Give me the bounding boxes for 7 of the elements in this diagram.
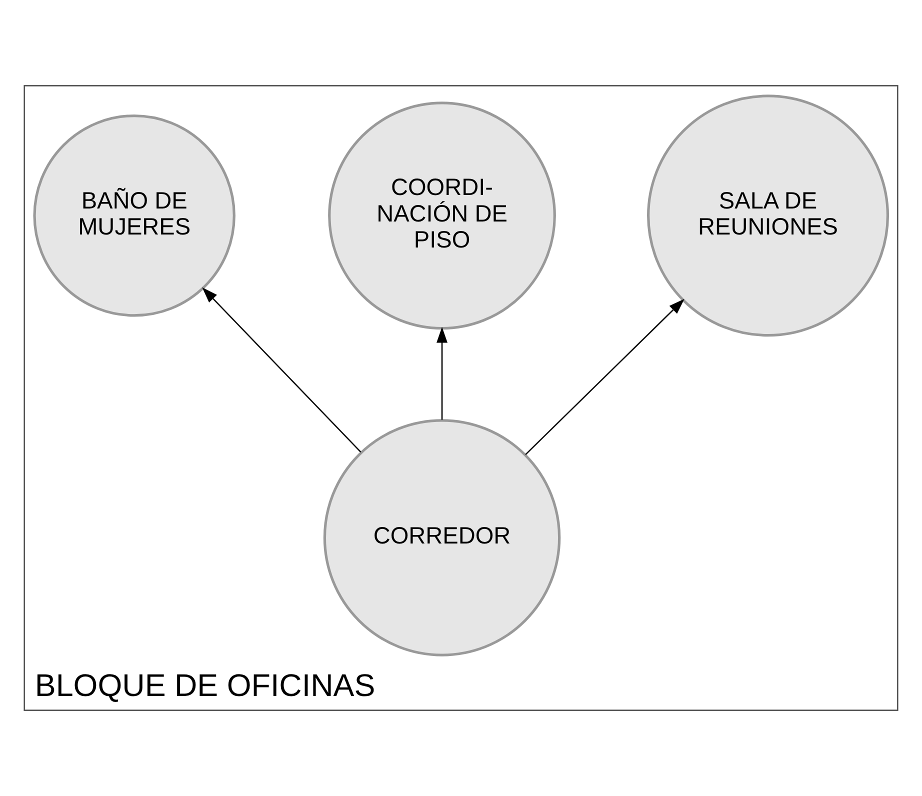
node-circle: BAÑO DE MUJERES [33,114,236,317]
arrow [436,327,448,420]
node-circle: COORDI- NACIÓN DE PISO [328,102,556,330]
arrow [525,298,684,456]
node-circle: SALA DE REUNIONES [647,94,890,337]
arrow [202,287,362,453]
node-circle: CORREDOR [323,419,561,656]
